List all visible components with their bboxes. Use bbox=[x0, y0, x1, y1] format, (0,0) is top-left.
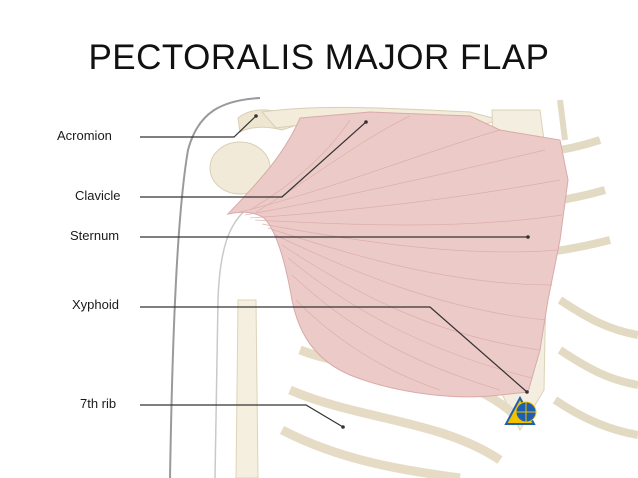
slide-title: PECTORALIS MAJOR FLAP bbox=[88, 38, 550, 77]
xyphoid-leader bbox=[140, 306, 528, 393]
humerus-shaft bbox=[235, 299, 259, 478]
label-xyphoid: Xyphoid bbox=[72, 297, 119, 312]
torso-outline bbox=[169, 97, 261, 478]
acromion-leader bbox=[140, 115, 257, 138]
pectoralis-major-muscle bbox=[226, 111, 569, 398]
label-sternum: Sternum bbox=[70, 228, 120, 243]
label-clavicle: Clavicle bbox=[75, 188, 121, 203]
muscle-fibers bbox=[239, 115, 563, 391]
seventh-rib-leader bbox=[140, 404, 344, 428]
label-7th-rib: 7th rib bbox=[80, 396, 117, 411]
label-acromion: Acromion bbox=[57, 128, 112, 143]
clavicle-leader bbox=[140, 121, 367, 198]
leader-lines bbox=[140, 115, 528, 428]
publisher-logo bbox=[504, 395, 537, 425]
